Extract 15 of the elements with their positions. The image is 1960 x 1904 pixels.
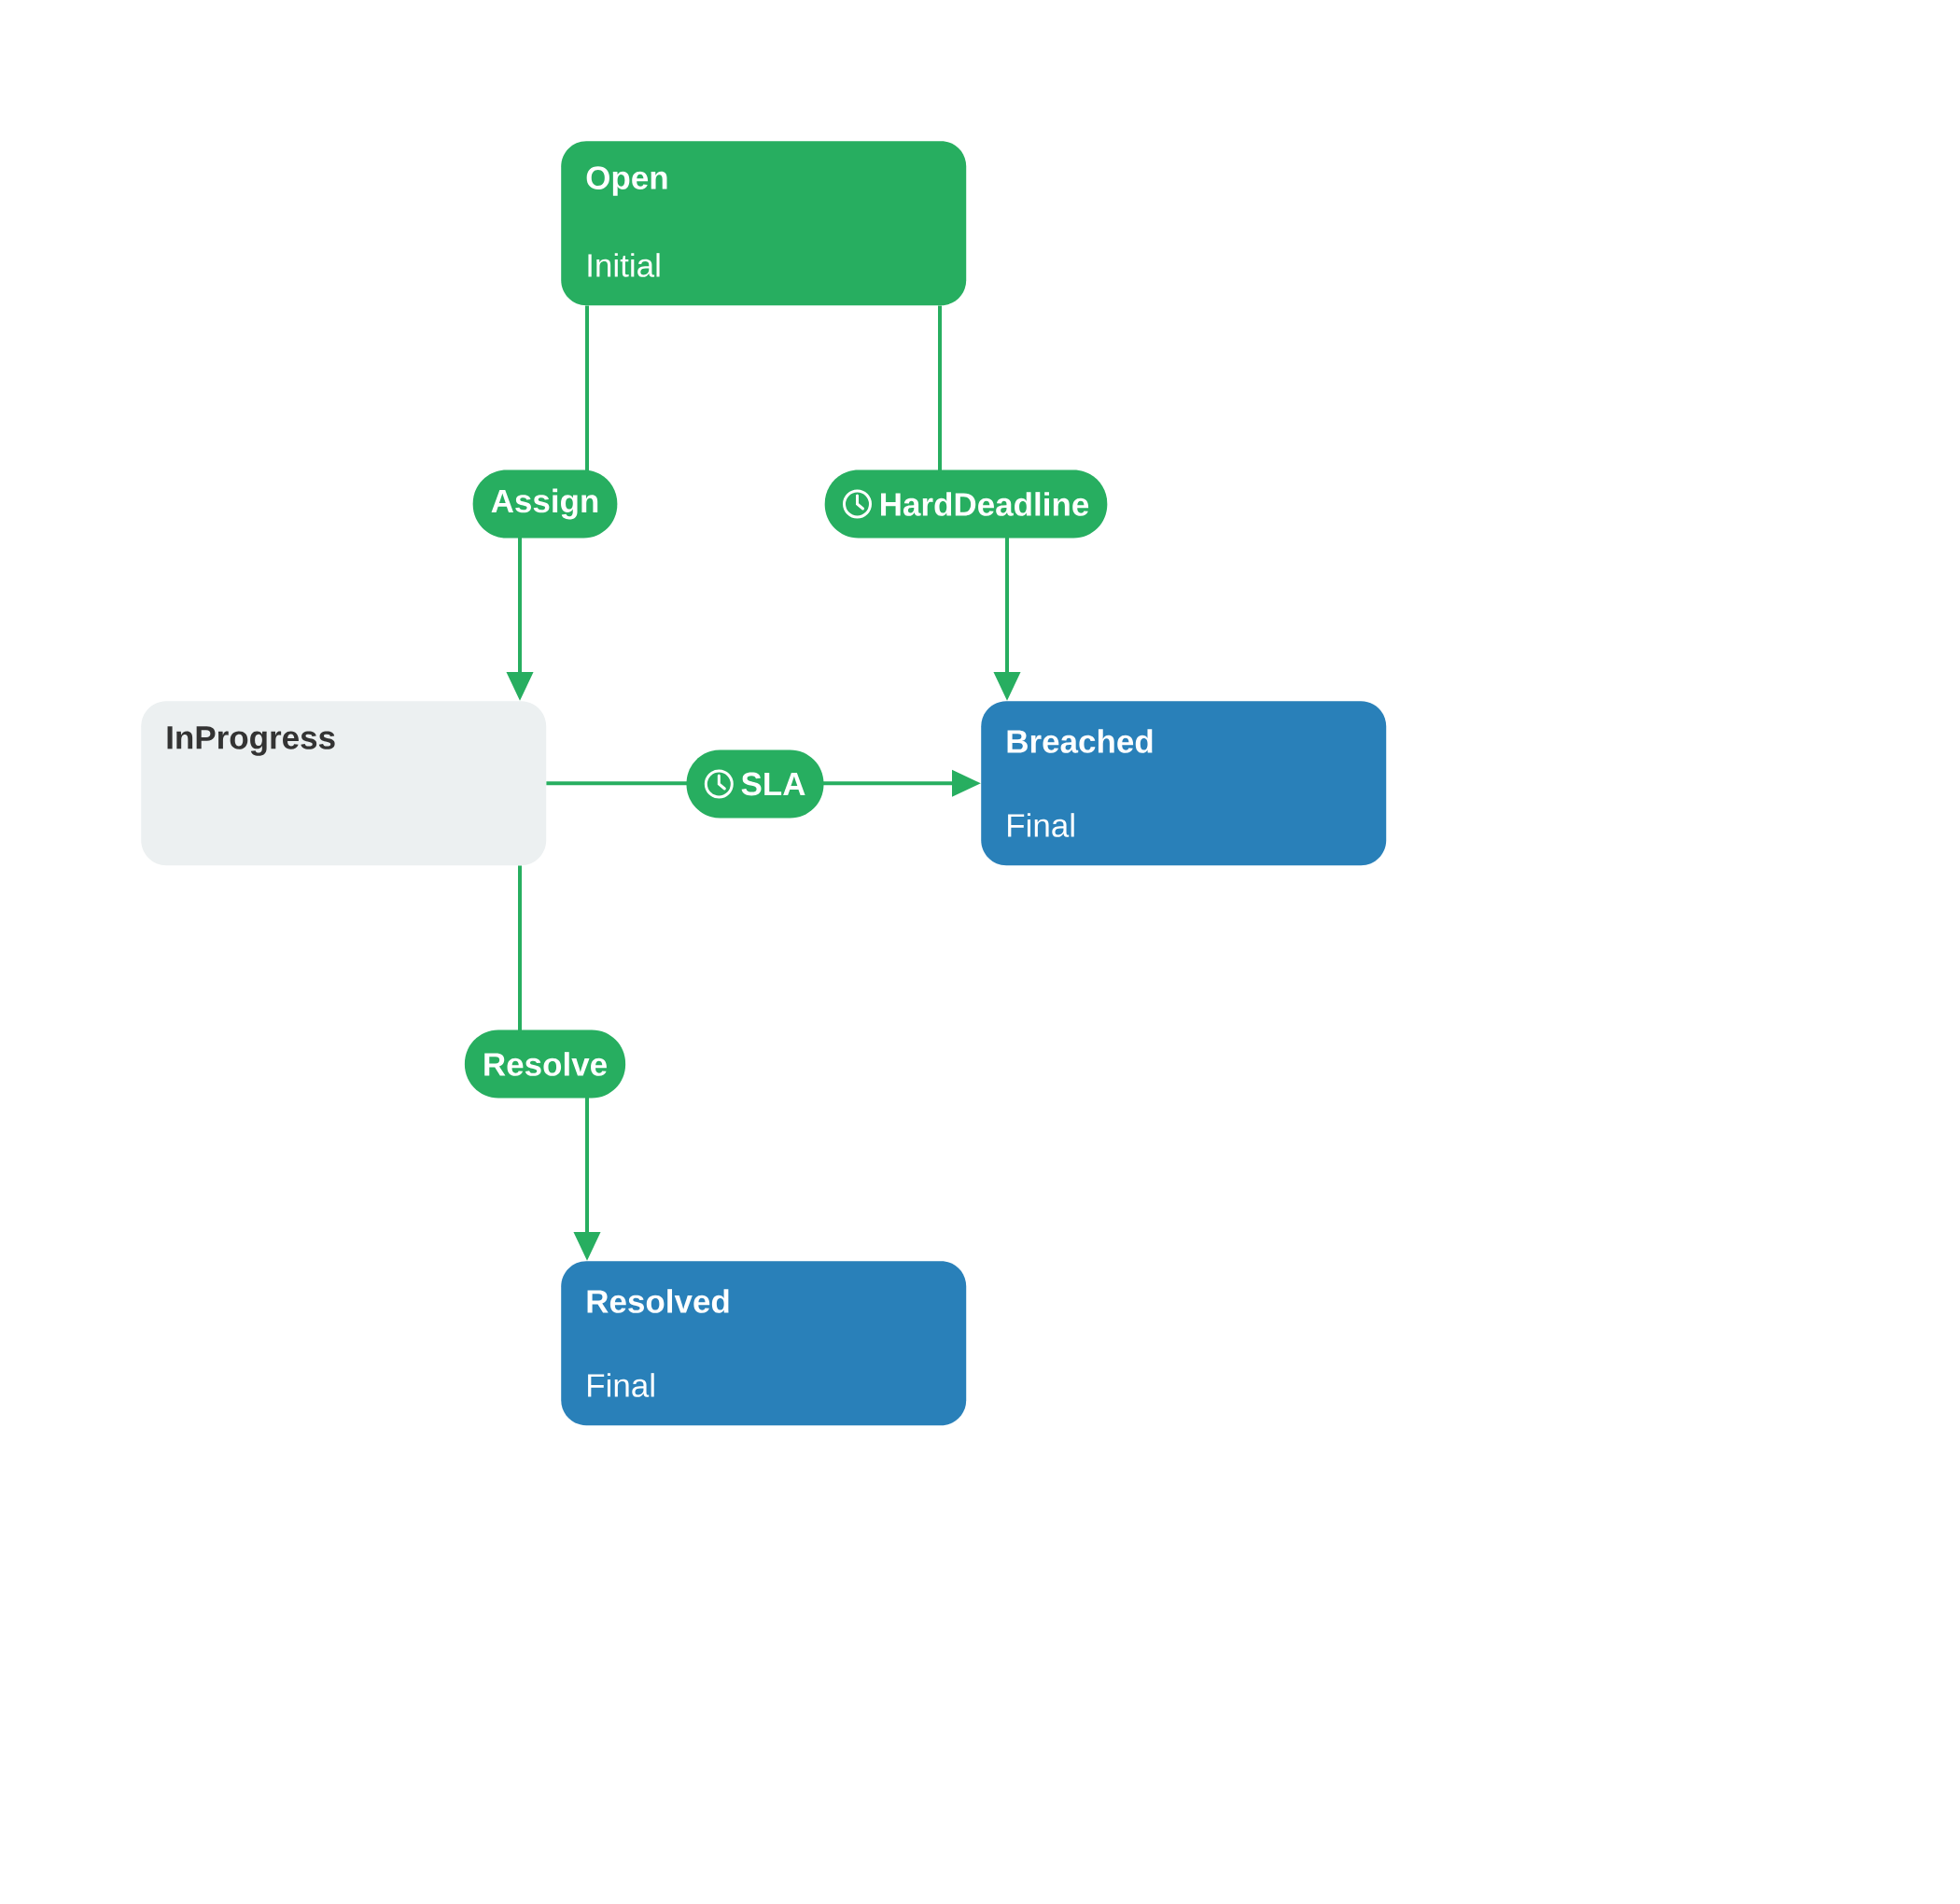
edge-label: Assign bbox=[472, 469, 618, 539]
state-box bbox=[141, 701, 547, 866]
edge-label: HardDeadline bbox=[824, 469, 1108, 539]
state-name: Open bbox=[586, 166, 667, 196]
state-type: Final bbox=[1008, 813, 1074, 837]
state-type: Initial bbox=[588, 253, 660, 277]
state-name: Breached bbox=[1007, 729, 1153, 753]
state-box bbox=[981, 701, 1387, 866]
state-name: Resolved bbox=[587, 1289, 729, 1313]
edge-label: Resolve bbox=[464, 1029, 626, 1099]
state-box bbox=[561, 1261, 967, 1426]
state-type: Final bbox=[588, 1373, 654, 1397]
state-box bbox=[561, 141, 967, 306]
state-name: InProgress bbox=[167, 726, 335, 756]
edge-label: SLA bbox=[686, 749, 824, 819]
